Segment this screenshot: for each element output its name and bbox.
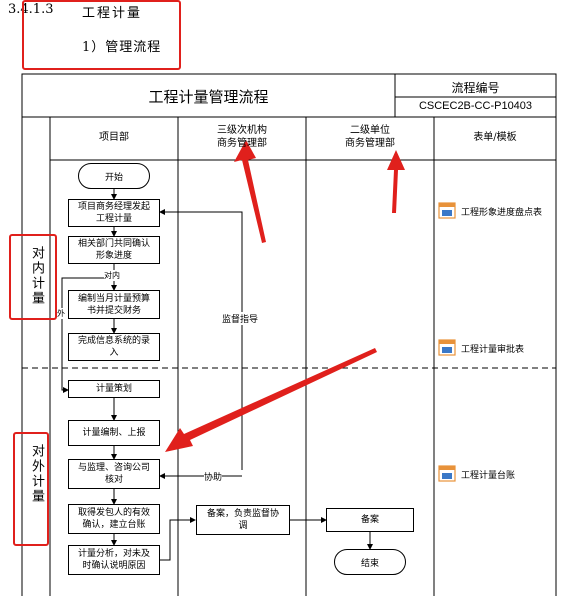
- form-icon: [438, 465, 456, 482]
- section-subtitle: 1）管理流程: [82, 40, 162, 55]
- end-node: 结束: [334, 549, 406, 575]
- column-project-dept: 项目部: [99, 132, 129, 143]
- edge-label-external: 外: [57, 308, 65, 319]
- node-measurement-planning: 计量策划: [68, 380, 160, 398]
- column-forms: 表单/模板: [473, 132, 517, 143]
- node-compile-report: 计量编制、上报: [68, 420, 160, 446]
- form-progress-inventory: 工程形象进度盘点表: [461, 208, 543, 218]
- column-tier2-commerce: 二级单位 商务管理部: [345, 125, 395, 149]
- section-number: 3.4.1.3: [8, 2, 54, 17]
- edge-label-supervise: 监督指导: [222, 312, 259, 325]
- form-measurement-ledger: 工程计量台账: [461, 471, 516, 481]
- section-internal-label: 对内计量: [29, 246, 44, 306]
- node-record-supervise: 备案，负责监督协 调: [196, 505, 290, 535]
- annotation-box-heading: [22, 0, 181, 70]
- node-client-confirmation: 取得发包人的有效 确认，建立台账: [68, 504, 160, 534]
- form-icon: [438, 339, 456, 356]
- process-code-value: CSCEC2B-CC-P10403: [418, 100, 533, 112]
- annotation-box-external: [13, 432, 49, 546]
- section-title: 工程计量: [82, 6, 143, 21]
- form-icon: [438, 202, 456, 219]
- start-node: 开始: [78, 163, 150, 189]
- edge-label-assist: 协助: [204, 470, 223, 483]
- process-code-label: 流程编号: [451, 81, 500, 95]
- node-measurement-analysis: 计量分析，对未及 时确认说明原因: [68, 545, 160, 575]
- node-confirm-progress: 相关部门共同确认 形象进度: [68, 236, 160, 264]
- node-verify-with-supervisor: 与监理、咨询公司 核对: [68, 459, 160, 489]
- column-tier3-commerce: 三级次机构 商务管理部: [217, 125, 267, 149]
- table-title: 工程计量管理流程: [148, 88, 269, 106]
- node-info-system-entry: 完成信息系统的录 入: [68, 333, 160, 361]
- annotation-box-internal: [9, 234, 57, 320]
- node-initiate-measurement: 项目商务经理发起 工程计量: [68, 199, 160, 227]
- section-external-label: 对外计量: [29, 444, 44, 504]
- node-record: 备案: [326, 508, 414, 532]
- node-monthly-budget: 编制当月计量预算 书并提交财务: [68, 290, 160, 319]
- form-measurement-approval: 工程计量审批表: [461, 345, 525, 355]
- edge-label-internal: 对内: [104, 270, 120, 281]
